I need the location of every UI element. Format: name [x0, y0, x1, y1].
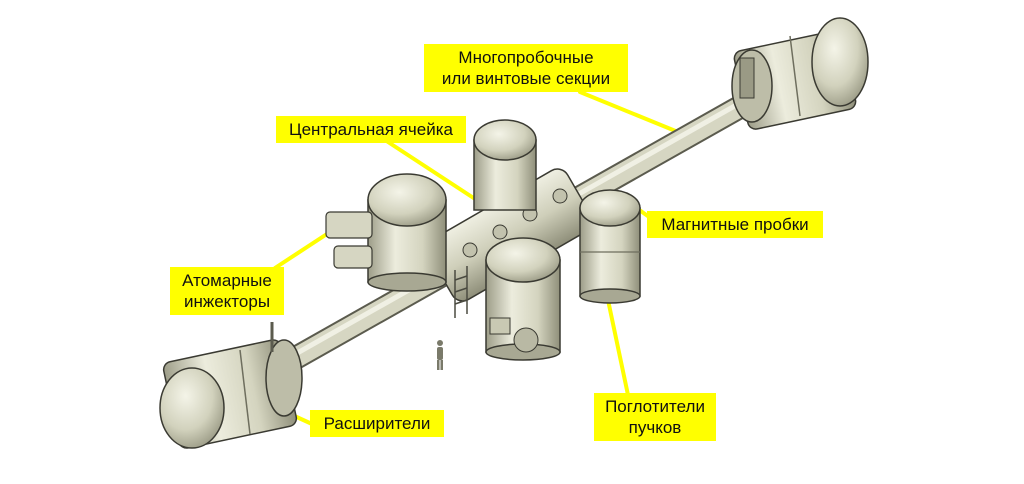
label-atomic-injectors: Атомарные инжекторы [170, 267, 284, 315]
human-figure [437, 340, 443, 370]
injector-tank-top [473, 119, 537, 211]
label-line: Магнитные пробки [661, 215, 809, 234]
label-line: Многопробочные [458, 48, 594, 67]
label-line: инжекторы [183, 292, 271, 311]
ladder [454, 266, 468, 318]
label-magnetic-plugs: Магнитные пробки [647, 211, 823, 238]
expander-left [159, 322, 303, 449]
label-line: пучков [628, 418, 682, 437]
label-central-cell: Центральная ячейка [276, 116, 466, 143]
injector-tank-front [485, 237, 561, 361]
label-line: Центральная ячейка [289, 120, 453, 139]
leader-atomic-injectors [273, 230, 332, 270]
label-expanders: Расширители [310, 410, 444, 437]
label-line: Расширители [323, 414, 431, 433]
expander-right [731, 17, 869, 130]
label-line: Поглотители [605, 397, 705, 416]
leader-multi-mirror [578, 90, 680, 134]
label-line: или винтовые секции [441, 69, 611, 88]
beam-dump-tank [579, 189, 641, 304]
label-line: Атомарные [182, 271, 272, 290]
leader-beam-dumps [606, 298, 630, 397]
label-multi-mirror-sections: Многопробочные или винтовые секции [424, 44, 628, 92]
injector-tank-left [325, 173, 447, 292]
label-beam-dumps: Поглотители пучков [594, 393, 716, 441]
